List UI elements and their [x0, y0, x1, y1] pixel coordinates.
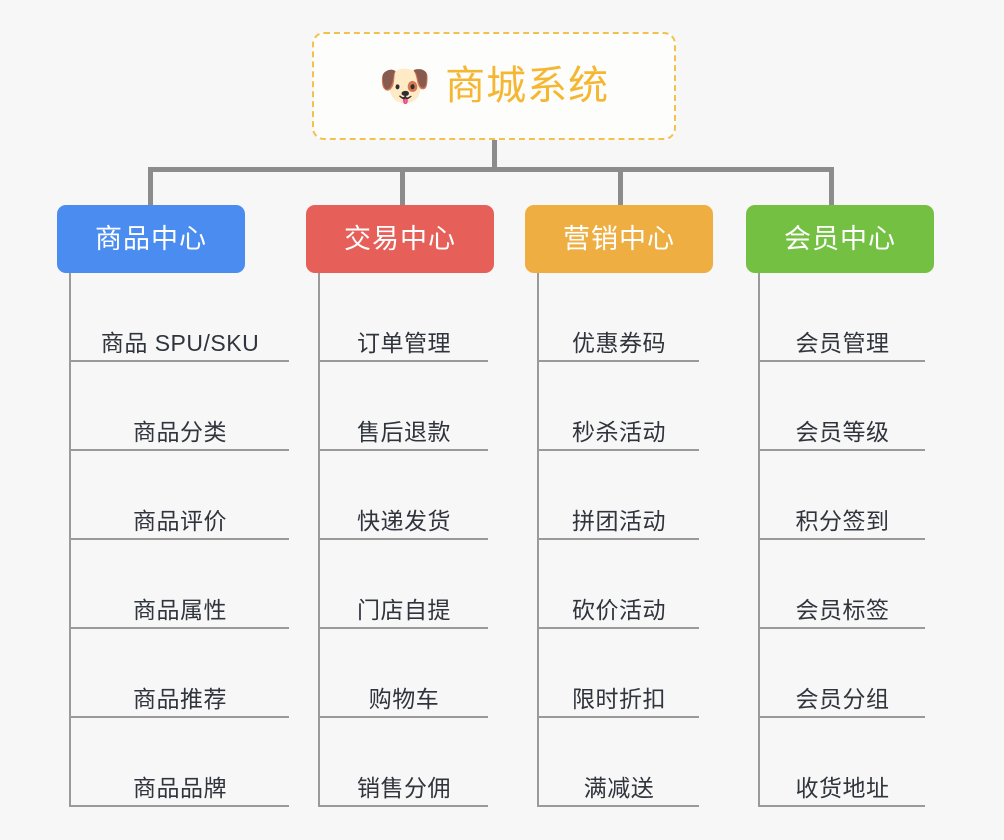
list-item[interactable]: 商品评价 — [71, 451, 289, 540]
list-item-label: 商品品牌 — [133, 774, 227, 801]
connector-drop-会员中心 — [829, 167, 834, 205]
category-node-2[interactable]: 营销中心 — [525, 205, 713, 273]
list-item-label: 会员分组 — [795, 685, 890, 712]
leaf-list-3: 会员管理 会员等级 积分签到 会员标签 会员分组 收货地址 — [758, 273, 941, 807]
list-item-label: 会员等级 — [795, 418, 890, 445]
category-label: 会员中心 — [784, 223, 896, 254]
list-item-label: 门店自提 — [357, 596, 451, 623]
list-item[interactable]: 销售分佣 — [320, 718, 488, 807]
list-item-label: 积分签到 — [795, 507, 890, 534]
category-label: 商品中心 — [95, 223, 207, 254]
list-item[interactable]: 会员标签 — [760, 540, 925, 629]
list-item[interactable]: 快递发货 — [320, 451, 488, 540]
list-item[interactable]: 商品属性 — [71, 540, 289, 629]
connector-drop-商品中心 — [148, 167, 153, 205]
list-item[interactable]: 收货地址 — [760, 718, 925, 807]
root-node[interactable]: 🐶 商城系统 — [312, 32, 676, 140]
list-item-label: 快递发货 — [357, 507, 451, 534]
shiba-dog-face-icon: 🐶 — [378, 62, 432, 109]
list-item-label: 商品推荐 — [133, 685, 227, 712]
list-item-label: 拼团活动 — [572, 507, 666, 534]
list-item-label: 购物车 — [368, 685, 440, 712]
list-item-label: 订单管理 — [357, 329, 451, 356]
list-item[interactable]: 商品 SPU/SKU — [71, 273, 289, 362]
list-item-label: 会员管理 — [795, 329, 890, 356]
connector-drop-交易中心 — [400, 167, 405, 205]
category-label: 营销中心 — [563, 223, 675, 254]
connector-root-stem — [492, 140, 497, 170]
list-item[interactable]: 拼团活动 — [539, 451, 699, 540]
list-item[interactable]: 限时折扣 — [539, 629, 699, 718]
leaf-list-0: 商品 SPU/SKU 商品分类 商品评价 商品属性 商品推荐 商品品牌 — [69, 273, 289, 807]
branch-column-3: 会员中心 会员管理 会员等级 积分签到 会员标签 会员分组 收货地址 — [746, 205, 941, 807]
list-item[interactable]: 商品品牌 — [71, 718, 289, 807]
branch-column-1: 交易中心 订单管理 售后退款 快递发货 门店自提 购物车 销售分佣 — [306, 205, 511, 807]
list-item[interactable]: 秒杀活动 — [539, 362, 699, 451]
category-node-0[interactable]: 商品中心 — [57, 205, 245, 273]
branch-column-0: 商品中心 商品 SPU/SKU 商品分类 商品评价 商品属性 商品推荐 商品品牌 — [57, 205, 289, 807]
list-item[interactable]: 优惠券码 — [539, 273, 699, 362]
list-item[interactable]: 售后退款 — [320, 362, 488, 451]
connector-horizontal-bus — [148, 167, 834, 172]
leaf-list-2: 优惠券码 秒杀活动 拼团活动 砍价活动 限时折扣 满减送 — [537, 273, 725, 807]
list-item[interactable]: 会员管理 — [760, 273, 925, 362]
list-item-label: 砍价活动 — [572, 596, 666, 623]
list-item-label: 销售分佣 — [357, 774, 451, 801]
list-item[interactable]: 满减送 — [539, 718, 699, 807]
list-item-label: 商品评价 — [133, 507, 227, 534]
connector-drop-营销中心 — [618, 167, 623, 205]
list-item[interactable]: 会员分组 — [760, 629, 925, 718]
category-node-3[interactable]: 会员中心 — [746, 205, 934, 273]
list-item-label: 售后退款 — [357, 418, 451, 445]
list-item-label: 优惠券码 — [572, 329, 666, 356]
list-item[interactable]: 砍价活动 — [539, 540, 699, 629]
list-item-label: 秒杀活动 — [572, 418, 666, 445]
list-item[interactable]: 门店自提 — [320, 540, 488, 629]
root-node-label: 商城系统 — [445, 64, 610, 108]
list-item-label: 商品 SPU/SKU — [100, 329, 260, 356]
list-item[interactable]: 购物车 — [320, 629, 488, 718]
leaf-list-1: 订单管理 售后退款 快递发货 门店自提 购物车 销售分佣 — [318, 273, 511, 807]
category-node-1[interactable]: 交易中心 — [306, 205, 494, 273]
category-label: 交易中心 — [344, 223, 456, 254]
list-item[interactable]: 商品分类 — [71, 362, 289, 451]
list-item[interactable]: 积分签到 — [760, 451, 925, 540]
list-item-label: 收货地址 — [795, 774, 890, 801]
list-item[interactable]: 商品推荐 — [71, 629, 289, 718]
list-item-label: 会员标签 — [795, 596, 890, 623]
list-item[interactable]: 会员等级 — [760, 362, 925, 451]
branch-column-2: 营销中心 优惠券码 秒杀活动 拼团活动 砍价活动 限时折扣 满减送 — [525, 205, 725, 807]
list-item-label: 商品属性 — [133, 596, 227, 623]
list-item[interactable]: 订单管理 — [320, 273, 488, 362]
list-item-label: 满减送 — [583, 774, 655, 801]
list-item-label: 商品分类 — [133, 418, 227, 445]
list-item-label: 限时折扣 — [572, 685, 666, 712]
